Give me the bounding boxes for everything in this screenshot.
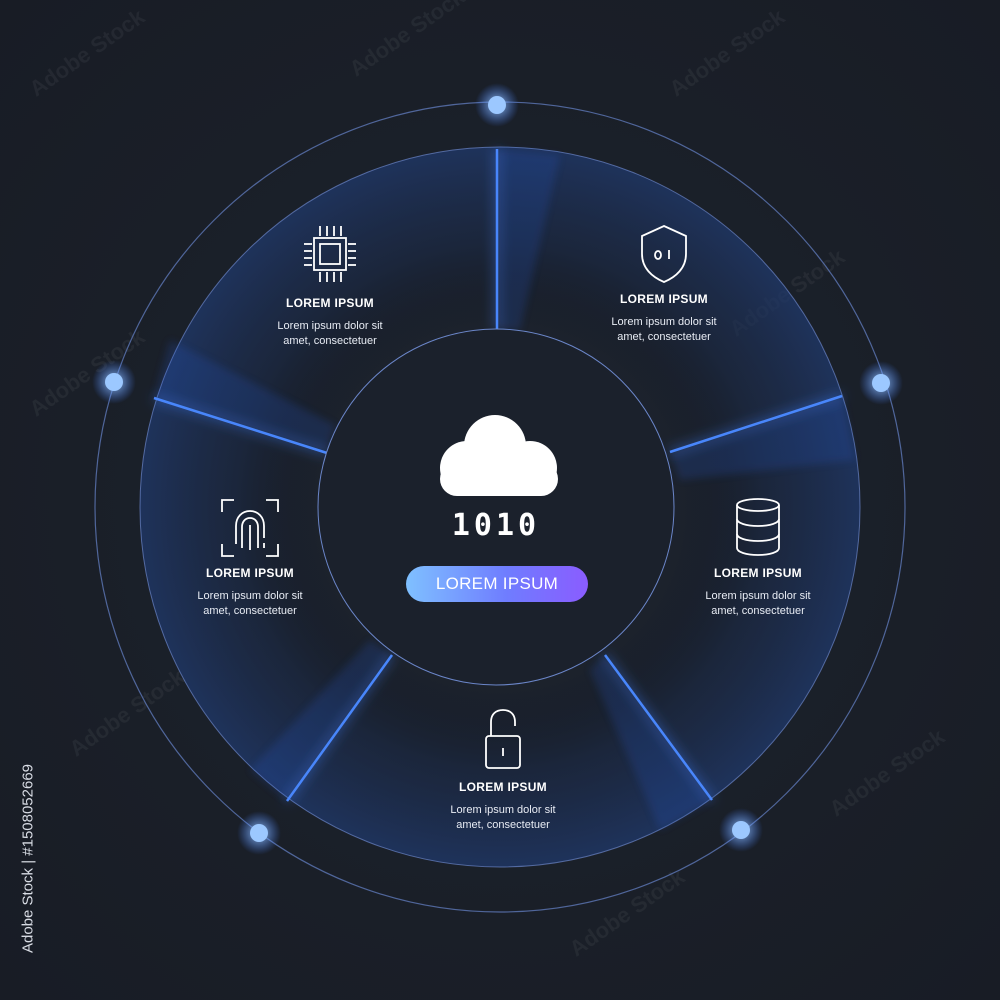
fingerprint-scan-icon bbox=[221, 499, 279, 557]
cloud-icon bbox=[440, 415, 558, 496]
binary-digits: 1010 bbox=[451, 508, 541, 543]
center-circle bbox=[317, 328, 675, 686]
segment-fingerprint: LOREM IPSUM Lorem ipsum dolor sit amet, … bbox=[165, 498, 335, 619]
orbit-dots bbox=[92, 83, 903, 855]
segment-cpu: LOREM IPSUM Lorem ipsum dolor sit amet, … bbox=[245, 222, 415, 349]
segment-title: LOREM IPSUM bbox=[286, 296, 374, 310]
segment-light-sweeps bbox=[154, 149, 855, 830]
segment-desc-line: amet, consectetuer bbox=[617, 331, 711, 343]
segment-description: Lorem ipsum dolor sit amet, consectetuer bbox=[579, 315, 749, 345]
segment-title: LOREM IPSUM bbox=[714, 566, 802, 580]
segment-desc-line: amet, consectetuer bbox=[283, 335, 377, 347]
segment-title: LOREM IPSUM bbox=[620, 292, 708, 306]
database-icon bbox=[736, 498, 780, 556]
segment-ring bbox=[139, 147, 860, 867]
segment-database: LOREM IPSUM Lorem ipsum dolor sit amet, … bbox=[673, 496, 843, 619]
segment-desc-line: Lorem ipsum dolor sit bbox=[197, 590, 303, 602]
segment-shield: LOREM IPSUM Lorem ipsum dolor sit amet, … bbox=[579, 224, 749, 345]
segment-title: LOREM IPSUM bbox=[459, 780, 547, 794]
segment-description: Lorem ipsum dolor sit amet, consectetuer bbox=[673, 589, 843, 619]
center-label-pill: LOREM IPSUM bbox=[406, 566, 588, 602]
segment-ring-outer-edge bbox=[139, 146, 861, 868]
segment-description: Lorem ipsum dolor sit amet, consectetuer bbox=[418, 803, 588, 833]
segment-desc-line: Lorem ipsum dolor sit bbox=[277, 320, 383, 332]
stock-id-text: Adobe Stock | #1508052669 bbox=[19, 763, 37, 954]
segment-padlock: LOREM IPSUM Lorem ipsum dolor sit amet, … bbox=[418, 708, 588, 833]
segment-desc-line: Lorem ipsum dolor sit bbox=[705, 590, 811, 602]
segment-desc-line: amet, consectetuer bbox=[456, 819, 550, 831]
segment-description: Lorem ipsum dolor sit amet, consectetuer bbox=[165, 589, 335, 619]
open-padlock-icon bbox=[485, 709, 521, 769]
segment-desc-line: Lorem ipsum dolor sit bbox=[611, 316, 717, 328]
segment-title: LOREM IPSUM bbox=[206, 566, 294, 580]
segment-desc-line: amet, consectetuer bbox=[711, 605, 805, 617]
segment-description: Lorem ipsum dolor sit amet, consectetuer bbox=[245, 319, 415, 349]
segment-desc-line: amet, consectetuer bbox=[203, 605, 297, 617]
cpu-chip-icon bbox=[304, 226, 356, 282]
shield-binary-icon bbox=[641, 225, 687, 283]
segment-desc-line: Lorem ipsum dolor sit bbox=[450, 804, 556, 816]
stock-id-watermark: Adobe Stock | #1508052669 bbox=[8, 750, 38, 990]
